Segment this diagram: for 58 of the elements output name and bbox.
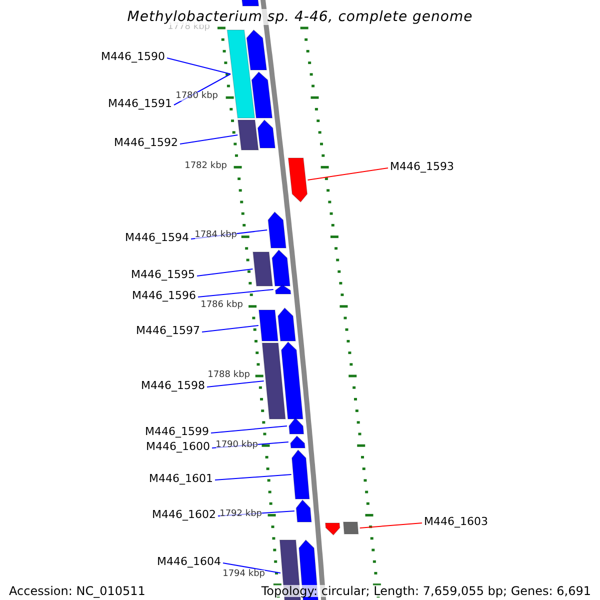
accession-text: Accession: NC_010511 (9, 585, 146, 597)
gene-feature (240, 0, 260, 6)
gene-label: M446_1600 (146, 441, 210, 452)
leader-line (218, 510, 295, 516)
cds-bar (262, 342, 286, 420)
scale-label: 1784 kbp (194, 231, 237, 240)
leader-line (174, 74, 232, 106)
leader-line (166, 58, 232, 74)
cds-bar (342, 522, 359, 534)
gene-feature (246, 29, 268, 70)
gene-label: M446_1596 (132, 290, 196, 301)
gene-feature (324, 522, 340, 536)
diagram-title: Methylobacterium sp. 4-46, complete genome (127, 9, 473, 25)
scale-label: 1786 kbp (200, 301, 243, 310)
gene-feature (274, 284, 292, 294)
leader-line (214, 474, 292, 480)
gene-feature (257, 119, 276, 148)
gene-feature (288, 158, 308, 203)
genome-summary: Topology: circular; Length: 7,659,055 bp; Genes: 6,691 (261, 585, 591, 597)
gene-feature (268, 211, 287, 248)
leader-line (210, 426, 288, 434)
gene-label: M446_1593 (390, 161, 454, 172)
leader-line (190, 230, 268, 240)
cds-bar (258, 310, 279, 342)
gene-label: M446_1598 (141, 380, 205, 391)
gene-feature (296, 499, 312, 522)
scale-label: 1792 kbp (220, 510, 262, 519)
leader-line (359, 522, 422, 528)
scale-label: 1794 kbp (222, 570, 265, 579)
scale-label: 1790 kbp (216, 441, 258, 450)
leader-line (307, 168, 388, 180)
gene-label: M446_1601 (149, 473, 213, 484)
gene-label: M446_1594 (125, 232, 189, 243)
gene-feature (251, 71, 273, 118)
leader-line (212, 442, 289, 448)
gene-label: M446_1595 (131, 269, 195, 280)
scale-label: 1780 kbp (176, 92, 218, 101)
leader-line (222, 562, 281, 574)
scale-label: 1788 kbp (208, 371, 250, 380)
cds-bar (226, 30, 256, 118)
gene-label: M446_1591 (108, 98, 172, 109)
gene-label: M446_1590 (101, 51, 165, 62)
gene-label: M446_1604 (157, 556, 221, 567)
gene-feature (277, 307, 296, 342)
gene-label: M446_1602 (152, 509, 216, 520)
gene-feature (288, 417, 304, 434)
gene-label: M446_1599 (145, 426, 209, 437)
leader-line (180, 134, 238, 144)
gene-label: M446_1603 (424, 516, 488, 527)
gene-label: M446_1597 (136, 325, 200, 336)
cds-bar (252, 252, 274, 286)
scale-label: 1782 kbp (184, 162, 227, 171)
gene-label: M446_1592 (114, 137, 178, 148)
leader-line (202, 325, 259, 332)
leader-line (196, 268, 254, 276)
cds-bar (237, 120, 259, 150)
leader-line (206, 380, 264, 388)
leader-line (198, 289, 274, 298)
